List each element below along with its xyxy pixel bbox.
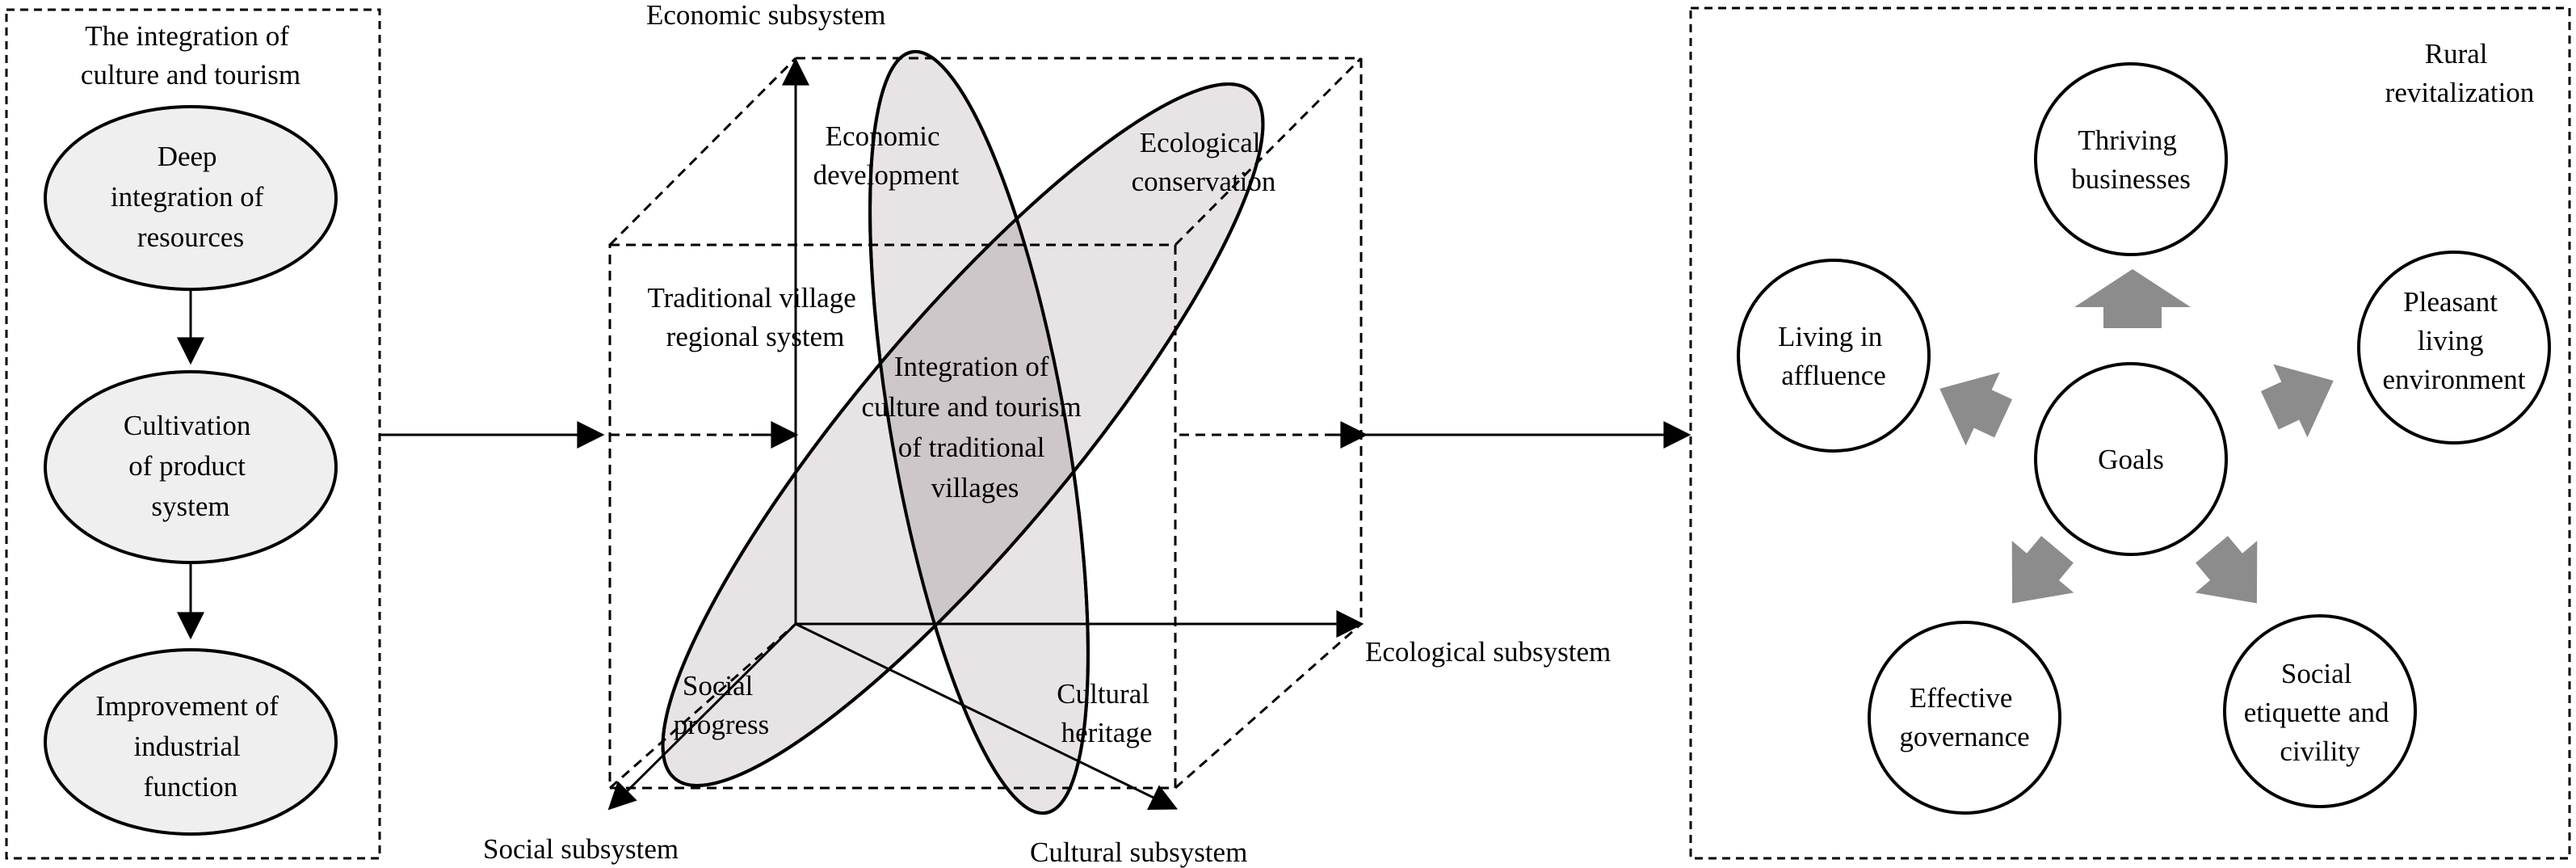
goal-pleasant-environment-label: Pleasant living environment [2383,286,2526,395]
goal-center [2034,362,2228,556]
ellipse-outline-a [868,49,1090,815]
ellipse-outline-b [661,82,1265,787]
goal-effective-governance [1868,621,2061,815]
step-label-improvement: Improvement of industrial function [95,690,285,803]
goal-living-affluence-label: Living in affluence [1778,321,1889,391]
label-economic-development: Economic development [813,120,960,191]
gray-arrow-lower-right [2195,536,2258,604]
left-title-line-2: culture and tourism [81,59,300,91]
step-label-cultivation: Cultivation of product system [124,410,258,522]
goal-effective-governance-label: Effective governance [1899,682,2029,752]
label-ecological-conservation: Ecological conservation [1132,127,1276,197]
goal-center-label: Goals [2098,444,2164,475]
gray-arrow-right [2260,364,2334,438]
right-panel: Rural revitalization Goals Thriving busi… [1689,6,2571,860]
left-title-line-1: The integration of [85,20,289,52]
gray-arrow-left [1939,372,2013,446]
gray-arrow-lower-left [2011,536,2074,604]
goal-living-affluence [1737,259,1931,453]
label-traditional-village-region: Traditional village regional system [647,282,863,352]
goal-thriving-businesses [2034,62,2228,256]
left-panel-title: The integration of culture and tourism [81,20,300,91]
axis-cultural [795,622,1179,810]
axis-label-ecological: Ecological subsystem [1365,636,1611,668]
axis-label-economic: Economic subsystem [646,0,886,31]
axis-label-social: Social subsystem [483,833,679,865]
right-panel-title: Rural revitalization [2385,38,2535,108]
axis-label-cultural: Cultural subsystem [1030,836,1247,868]
label-center-integration: Integration of culture and tourism of tr… [862,351,1089,504]
left-panel: The integration of culture and tourism D… [5,8,381,860]
axis-social [607,622,797,811]
goal-social-etiquette-label: Social etiquette and civility [2244,658,2397,767]
step-node-improvement [44,648,338,836]
label-cultural-heritage: Cultural heritage [1057,678,1156,748]
step-label-deep-integration: Deep integration of resources [111,141,271,253]
goal-thriving-businesses-label: Thriving businesses [2071,124,2191,195]
label-social-progress: Social progress [674,670,770,740]
right-panel-border [1689,6,2571,860]
gray-arrow-up [2074,269,2191,328]
goal-pleasant-environment [2357,251,2551,445]
goal-social-etiquette [2223,614,2417,808]
middle-panel: Economic subsystem Ecological subsystem … [483,0,1611,868]
